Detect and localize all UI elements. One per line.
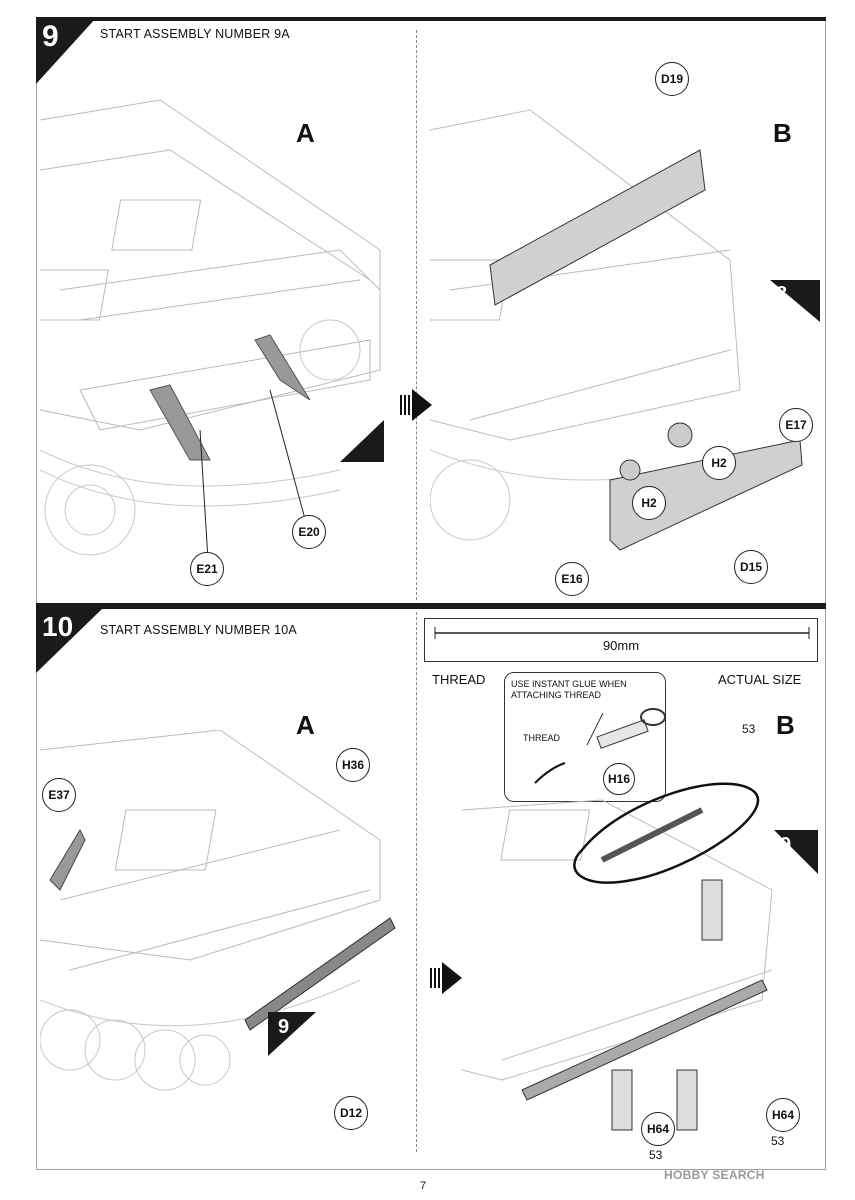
callout-h64-left: H64	[641, 1112, 675, 1146]
thread-label: THREAD	[432, 672, 486, 687]
step-9b-ref-triangle	[770, 280, 820, 322]
step-10a-ref-number: 9	[278, 1016, 290, 1038]
step-9a-ref-triangle	[340, 420, 384, 462]
part-53-label-top: 53	[742, 722, 756, 736]
mid-band	[36, 603, 826, 609]
step-9a-hull-drawing	[40, 99, 381, 561]
glue-note-bubble: USE INSTANT GLUE WHEN ATTACHING THREAD T…	[504, 672, 666, 802]
callout-e20: E20	[292, 515, 326, 549]
step-9-number: 9	[42, 20, 59, 53]
callout-d19: D19	[655, 62, 689, 96]
part-53-label-right: 53	[771, 1134, 785, 1148]
thread-ruler: 90mm	[424, 618, 818, 662]
step-10b-ref-number: 9	[780, 834, 792, 856]
step-9-arrow-icon	[400, 389, 432, 421]
glue-note-text: USE INSTANT GLUE WHEN ATTACHING THREAD	[511, 679, 627, 700]
callout-e17: E17	[779, 408, 813, 442]
part-53-label-left: 53	[649, 1148, 663, 1162]
step-10-title: START ASSEMBLY NUMBER 10A	[100, 623, 297, 637]
step-10b-hull-drawing	[462, 782, 773, 1131]
step-10b-ref-triangle	[774, 830, 818, 874]
callout-e21: E21	[190, 552, 224, 586]
callout-e16: E16	[555, 562, 589, 596]
callout-d12: D12	[334, 1096, 368, 1130]
callout-h2-lower: H2	[632, 486, 666, 520]
top-band	[36, 17, 826, 21]
step-9b-ref-number: 8	[776, 283, 788, 305]
step-9a-ref-number: 8	[344, 424, 356, 446]
step-10-badge: 10	[36, 609, 106, 677]
step-10a-ref-triangle	[268, 1012, 316, 1056]
step-9-divider	[416, 30, 417, 600]
step-9-badge: 9	[36, 18, 106, 86]
step-9-title: START ASSEMBLY NUMBER 9A	[100, 27, 290, 41]
step-10-panel-a-label: A	[296, 710, 315, 740]
page-number: 7	[420, 1180, 427, 1192]
callout-h16: H16	[603, 763, 635, 795]
step-9b-hull-drawing	[430, 109, 803, 551]
callout-h36: H36	[336, 748, 370, 782]
callout-e37: E37	[42, 778, 76, 812]
callout-h2-upper: H2	[702, 446, 736, 480]
ruler-length: 90mm	[602, 638, 640, 653]
step-10-divider	[416, 612, 417, 1152]
bubble-thread-label: THREAD	[523, 733, 561, 743]
actual-size-label: ACTUAL SIZE	[718, 672, 802, 687]
callout-d15: D15	[734, 550, 768, 584]
step-10-panel-b-label: B	[776, 710, 795, 740]
step-9-panel-a-label: A	[296, 118, 315, 148]
step-10-arrow-icon	[430, 962, 462, 994]
step-10a-hull-drawing	[40, 730, 396, 1091]
callout-h64-right: H64	[766, 1098, 800, 1132]
step-10-number: 10	[42, 611, 74, 642]
watermark: HOBBY SEARCH	[664, 1168, 765, 1182]
step-9-panel-b-label: B	[773, 118, 792, 148]
